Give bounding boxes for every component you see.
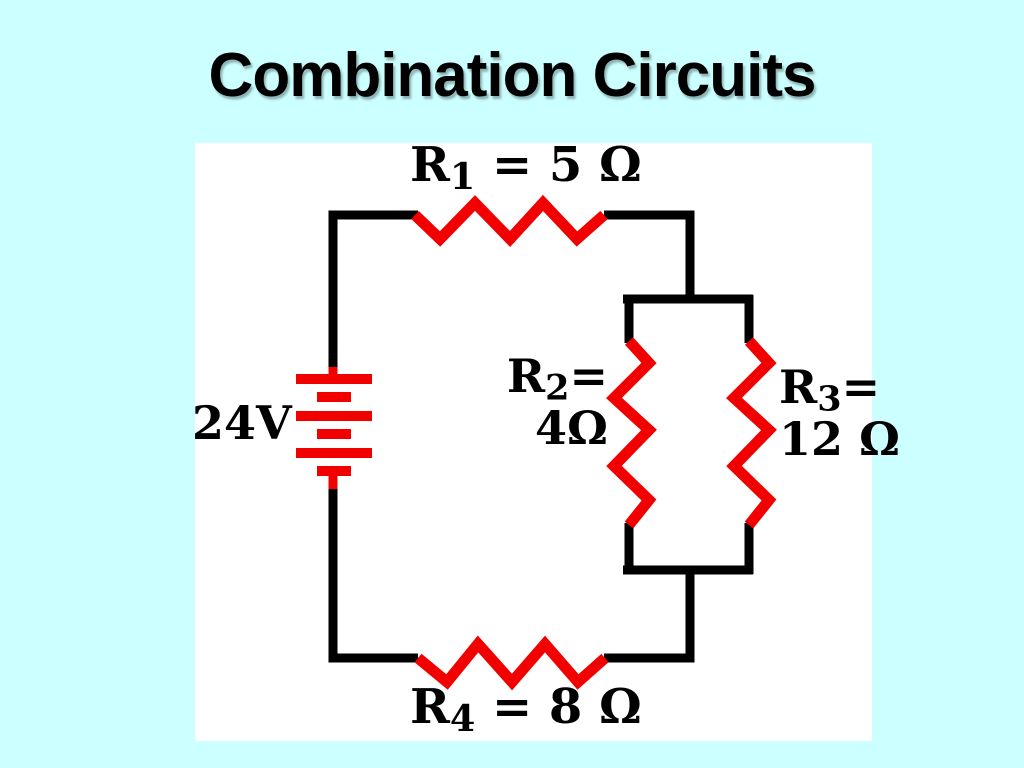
r2-symbol-text: R <box>506 349 546 403</box>
r1-label: R1 = 5 Ω <box>410 137 642 195</box>
r2-subscript: 2 <box>545 367 570 409</box>
r3-label: R3= 12 Ω <box>779 360 900 466</box>
wire-bottom-right <box>604 566 695 663</box>
r4-subscript: 4 <box>449 697 476 741</box>
battery-plate-short-1 <box>317 392 351 402</box>
battery-voltage-label: 24V <box>192 396 292 450</box>
resistor-r3-symbol <box>726 337 777 529</box>
battery-symbol <box>296 367 372 489</box>
battery-plate-long-3 <box>296 448 372 458</box>
r1-symbol-text: R <box>410 137 450 193</box>
wire-top-right <box>604 210 695 303</box>
r3-label-line1: R3= <box>779 360 880 416</box>
r3-label-line2: 12 Ω <box>779 411 900 466</box>
battery-plate-long-2 <box>296 411 372 421</box>
circuit-diagram-panel <box>195 143 872 741</box>
circuit-wires <box>328 210 754 663</box>
r2-label-line2: 4Ω <box>535 400 608 455</box>
resistor-r4-symbol <box>414 635 609 691</box>
r2-equals-text: = <box>569 349 608 403</box>
slide-title: Combination Circuits <box>208 41 817 110</box>
r3-equals-text: = <box>841 360 881 414</box>
r4-label: R4 = 8 Ω <box>410 679 642 737</box>
battery-plate-short-3 <box>317 466 351 476</box>
wire-bottom-left <box>328 485 418 663</box>
battery-plate-short-2 <box>317 429 351 439</box>
resistor-r2-symbol <box>606 337 657 529</box>
r1-value-text: = 5 Ω <box>475 137 642 193</box>
r4-value-text: = 8 Ω <box>475 679 642 735</box>
r2-label: R2= 4Ω <box>468 349 608 455</box>
r4-symbol-text: R <box>410 679 450 735</box>
wire-top-left <box>328 210 418 371</box>
r3-subscript: 3 <box>817 378 842 420</box>
circuit-schematic <box>296 194 777 691</box>
r2-label-line1: R2= <box>468 349 608 405</box>
resistor-r1-symbol <box>411 194 608 248</box>
r3-symbol-text: R <box>779 360 818 414</box>
r1-subscript: 1 <box>449 155 476 199</box>
battery-plate-long-1 <box>296 374 372 384</box>
